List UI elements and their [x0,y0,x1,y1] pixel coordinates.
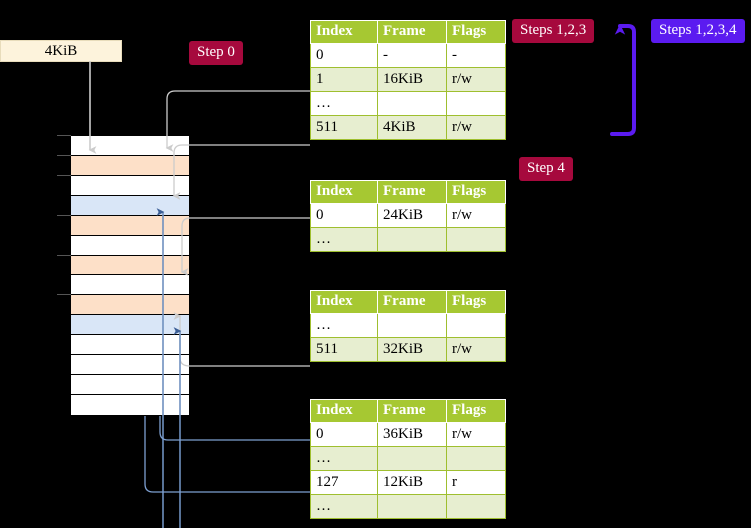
table-cell-frame: 32KiB [377,337,447,362]
memory-frame-row [71,215,189,236]
table-cell-flags: r/w [446,203,506,228]
memory-frame-row [71,235,189,256]
table-cell-frame: 16KiB [377,67,447,92]
memory-frame-row [71,335,189,356]
memory-frame-row [71,315,189,336]
memory-grid-tick [57,154,71,156]
table-cell-index: … [310,227,378,252]
memory-frame-row [71,155,189,176]
table-cell-index: 0 [310,43,378,68]
memory-frame-row [71,295,189,316]
memory-grid-tick [57,294,71,296]
table-cell-flags [446,494,506,519]
table-cell-flags [446,227,506,252]
steps123-label: Steps 1,2,3 [520,22,587,38]
table-header-index: Index [310,290,378,314]
table-row: 0-- [310,43,506,68]
table-header-frame: Frame [377,290,447,314]
memory-grid-tick [57,254,71,256]
table-cell-index: 0 [310,203,378,228]
physical-memory-grid [70,135,190,416]
memory-frame-row [71,136,189,156]
memory-frame-row [71,195,189,216]
memory-frame-row [71,355,189,376]
table-header-flags: Flags [446,290,506,314]
table-cell-flags: r/w [446,422,506,447]
steps-bracket-arrow [610,24,636,136]
table-cell-frame [377,227,447,252]
table-header-flags: Flags [446,20,506,44]
steps123-badge: Steps 1,2,3 [512,19,595,43]
table-cell-frame [377,91,447,116]
table-cell-flags: r/w [446,67,506,92]
table-cell-index: 511 [310,115,378,140]
step4-badge: Step 4 [519,157,573,181]
memory-frame-row [71,175,189,196]
table-row: … [310,313,506,338]
table-header-frame: Frame [377,20,447,44]
memory-frame-row [71,375,189,395]
table-cell-frame: 24KiB [377,203,447,228]
table-cell-flags [446,91,506,116]
table-header-index: Index [310,180,378,204]
memory-grid-tick [57,174,71,176]
table-row: … [310,227,506,252]
memory-frame-row [71,394,189,415]
table-cell-flags: - [446,43,506,68]
memory-grid-tick [57,135,71,136]
table-header-flags: Flags [446,399,506,423]
table-cell-index: … [310,494,378,519]
memory-frame-row [71,275,189,296]
table-header-flags: Flags [446,180,506,204]
table-cell-flags: r [446,470,506,495]
step0-label: Step 0 [197,44,235,60]
table-cell-index: 1 [310,67,378,92]
table-header-index: Index [310,399,378,423]
memory-frame-row [71,255,189,276]
kib-frame-box: 4KiB [0,40,122,62]
steps1234-badge: Steps 1,2,3,4 [651,19,745,43]
table-cell-flags [446,313,506,338]
kib-frame-label: 4KiB [44,42,78,59]
table-row: … [310,494,506,519]
table-cell-index: 511 [310,337,378,362]
memory-grid-tick [57,214,71,216]
table-cell-index: … [310,446,378,471]
connector-pt-row0 [159,416,310,441]
table-cell-frame: - [377,43,447,68]
table-cell-flags: r/w [446,337,506,362]
steps1234-label: Steps 1,2,3,4 [659,22,737,38]
table-cell-index: 127 [310,470,378,495]
table-cell-index: 0 [310,422,378,447]
table-header-index: Index [310,20,378,44]
table-row: … [310,446,506,471]
step4-label: Step 4 [527,160,565,176]
connector-pml4-row511 [172,144,310,200]
table-cell-frame [377,494,447,519]
table-header-frame: Frame [377,399,447,423]
table-cell-index: … [310,91,378,116]
connector-pt-row127 [144,416,310,493]
step0-badge: Step 0 [189,41,243,65]
table-cell-index: … [310,313,378,338]
table-row: … [310,91,506,116]
table-cell-frame: 4KiB [377,115,447,140]
table-cell-frame [377,313,447,338]
table-cell-flags: r/w [446,115,506,140]
table-cell-frame: 36KiB [377,422,447,447]
table-cell-frame: 12KiB [377,470,447,495]
table-cell-frame [377,446,447,471]
table-cell-flags [446,446,506,471]
table-header-frame: Frame [377,180,447,204]
